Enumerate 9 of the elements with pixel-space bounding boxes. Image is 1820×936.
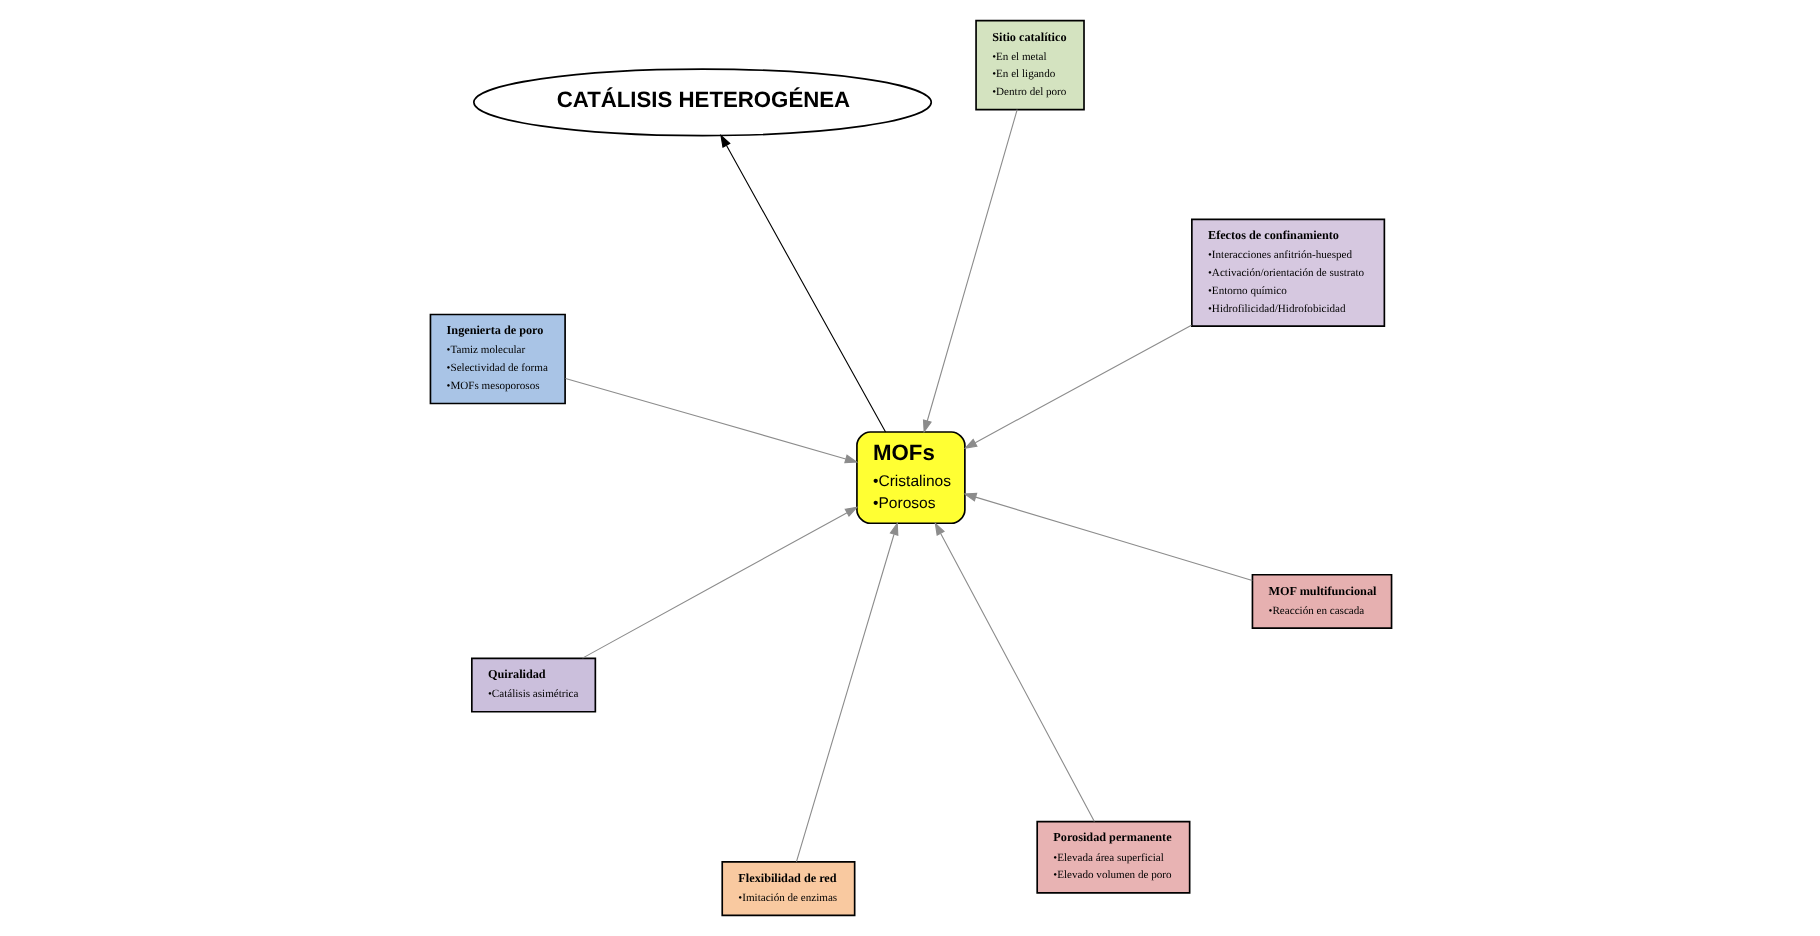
arrow: [921, 109, 1017, 434]
arrow: [719, 134, 886, 433]
arrow: [580, 506, 858, 659]
arrow: [564, 377, 858, 464]
node-ellipse: CATÁLISIS HETEROGÉNEA: [471, 68, 932, 137]
arrow: [794, 521, 898, 863]
arrow: [962, 492, 1252, 582]
arrow: [962, 324, 1191, 449]
arrow: [933, 521, 1094, 823]
